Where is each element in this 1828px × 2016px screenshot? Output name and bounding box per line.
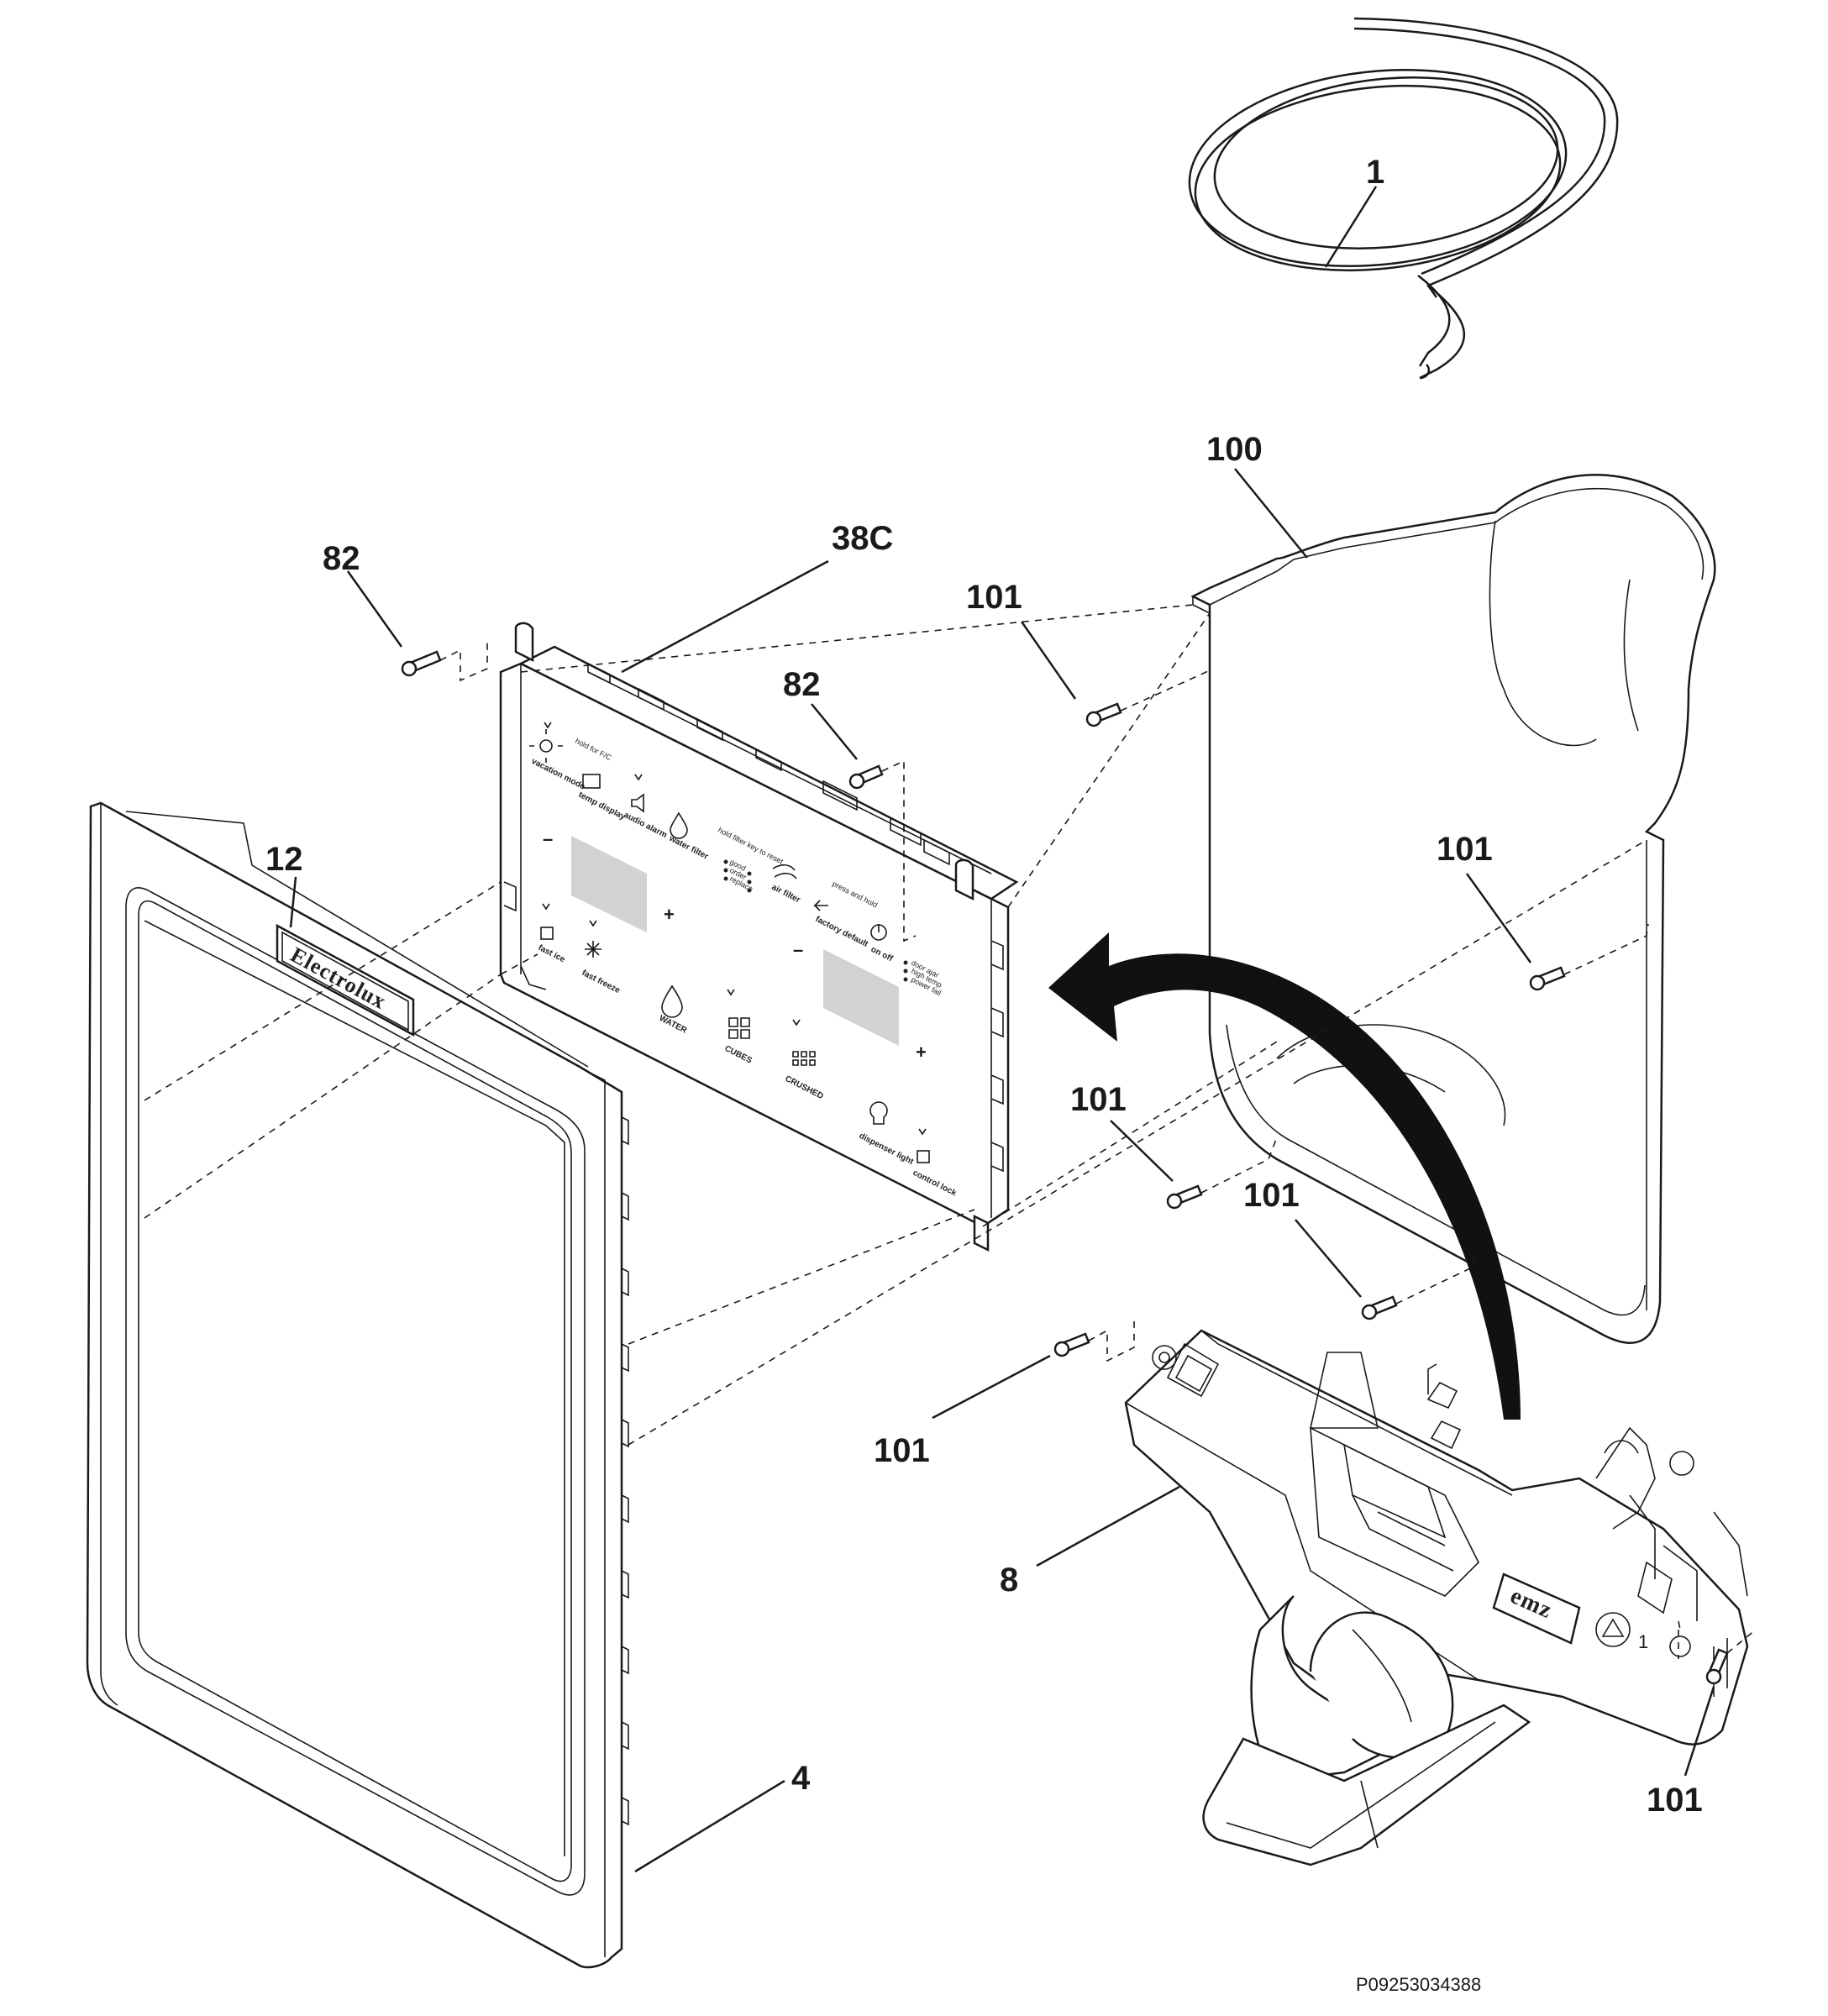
- frame-edge-tabs: [621, 1116, 629, 1826]
- panel-minus-right: –: [793, 939, 803, 960]
- snowflake-icon: [585, 941, 601, 958]
- callout-101-b: 101: [1437, 831, 1493, 868]
- speaker-icon: [631, 793, 644, 813]
- callout-4: 4: [791, 1760, 811, 1797]
- callout-82-right: 82: [783, 666, 821, 703]
- callout-101-f: 101: [1647, 1782, 1703, 1819]
- crushed-icon: [792, 1051, 816, 1066]
- leader-1: [1324, 186, 1378, 268]
- leader-101-e: [932, 1354, 1051, 1420]
- part-1-tubing-coil: [1188, 17, 1619, 380]
- sun-icon: [539, 739, 553, 753]
- screws: [401, 650, 1729, 1685]
- leader-82-right: [811, 703, 858, 760]
- fast-ice-icon: [540, 927, 554, 940]
- dispenser-paddle: [1202, 1704, 1531, 1866]
- board-connectors: [587, 662, 950, 866]
- part-4-trim-frame: [86, 801, 629, 1969]
- screw-101-c: [1166, 1184, 1203, 1210]
- leader-lines: [289, 186, 1715, 1873]
- screw-101-e: [1053, 1332, 1090, 1357]
- assembly-lines: [144, 604, 1757, 1659]
- orientation-arrow: [1048, 932, 1521, 1420]
- cubes-icon: [728, 1017, 750, 1039]
- part-38c-control-board: vacation mode hold for F/C temp display …: [499, 622, 1019, 1252]
- factory-default-icon: [813, 900, 828, 911]
- leader-101-b: [1465, 873, 1532, 963]
- lock-icon: [917, 1150, 930, 1163]
- callout-100: 100: [1206, 431, 1263, 468]
- leader-82-left: [346, 570, 403, 648]
- leader-101-c: [1110, 1120, 1174, 1182]
- screw-101-d: [1361, 1295, 1398, 1320]
- callout-101-e: 101: [874, 1432, 930, 1469]
- leader-4: [634, 1779, 785, 1873]
- callout-101-c: 101: [1070, 1081, 1127, 1118]
- leader-38c: [621, 559, 829, 674]
- leader-12: [289, 876, 297, 928]
- callout-8: 8: [1000, 1562, 1018, 1599]
- water-drop-icon: [661, 984, 683, 1018]
- callout-38c: 38C: [832, 520, 893, 557]
- callout-82-left: 82: [323, 540, 360, 577]
- screw-82-right: [848, 764, 884, 790]
- callout-12: 12: [265, 841, 303, 878]
- screw-82-left: [401, 650, 442, 677]
- dispenser-digit: 1: [1638, 1631, 1648, 1652]
- callout-101-a: 101: [966, 579, 1022, 616]
- panel-plus-right: +: [916, 1042, 927, 1063]
- callout-1: 1: [1366, 154, 1384, 191]
- leader-101-a: [1020, 621, 1077, 700]
- callout-101-d: 101: [1243, 1177, 1300, 1214]
- panel-plus-left: +: [664, 904, 675, 925]
- emz-logo-plate: [1492, 1572, 1581, 1645]
- water-filter-icon: [670, 811, 688, 839]
- part-8-dispenser-assembly: emz 1: [1124, 1329, 1749, 1866]
- panel-minus-left: –: [543, 828, 553, 849]
- display-window-left: [571, 836, 647, 932]
- drawing-code: P09253034388: [1356, 1974, 1481, 1995]
- leader-101-f: [1684, 1686, 1715, 1777]
- panel-icons: [529, 722, 930, 1163]
- leader-100: [1234, 468, 1308, 559]
- leader-8: [1036, 1485, 1180, 1567]
- light-bulb-icon: [869, 1101, 888, 1125]
- screw-101-b: [1529, 966, 1566, 991]
- screw-101-a: [1085, 702, 1122, 727]
- recycle-icon: [1595, 1612, 1631, 1647]
- temp-display-icon: [582, 774, 601, 789]
- air-filter-icon: [772, 864, 797, 879]
- callouts: 1 100 38C 82 82 101 101 101 101 101 101 …: [265, 154, 1703, 1819]
- display-window-right: [823, 949, 899, 1046]
- leader-101-d: [1295, 1219, 1362, 1298]
